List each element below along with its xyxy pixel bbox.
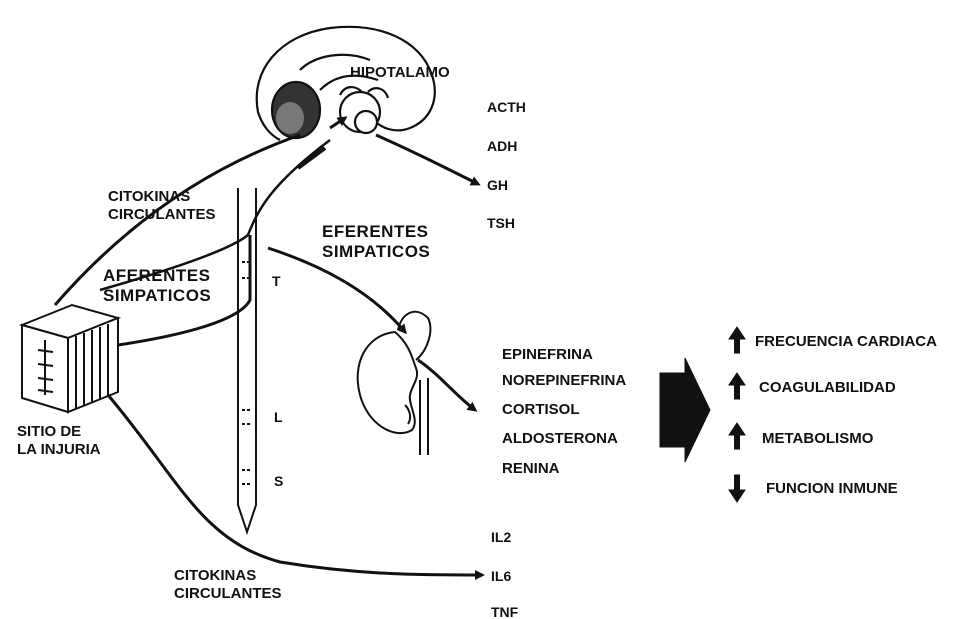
up-arrow-icon [729, 327, 745, 353]
hormone-aldosterona: ALDOSTERONA [502, 430, 618, 448]
hormone-renina: RENINA [502, 460, 560, 478]
sitio-injuria-label: SITIO DE LA INJURIA [17, 423, 101, 459]
citokinas-circulantes-bottom-label: CITOKINAS CIRCULANTES [174, 567, 282, 603]
spine-level-s: S [274, 472, 283, 490]
effect-frecuencia-cardiaca: FRECUENCIA CARDIACA [755, 333, 937, 351]
spine-level-l: L [274, 408, 283, 426]
kidney-adrenal-illustration [358, 312, 431, 455]
effect-funcion-inmune: FUNCION INMUNE [766, 480, 898, 498]
pathway-lines [55, 118, 482, 575]
cytokine-il6: IL6 [491, 567, 511, 585]
hormone-gh: GH [487, 176, 508, 194]
cytokine-tnf: TNF [491, 603, 518, 619]
down-arrow-icon [729, 475, 745, 502]
hormone-adh: ADH [487, 137, 517, 155]
cytokine-il2: IL2 [491, 528, 511, 546]
hormone-epinefrina: EPINEFRINA [502, 346, 593, 364]
effect-coagulabilidad: COAGULABILIDAD [759, 379, 896, 397]
hipotalamo-label: HIPOTALAMO [350, 64, 450, 82]
effect-metabolismo: METABOLISMO [762, 430, 873, 448]
hormone-norepinefrina: NOREPINEFRINA [502, 372, 626, 390]
hormone-tsh: TSH [487, 214, 515, 232]
brain-illustration [257, 27, 435, 140]
hormone-acth: ACTH [487, 98, 526, 116]
up-arrow-icon [729, 373, 745, 399]
citokinas-circulantes-top-label: CITOKINAS CIRCULANTES [108, 188, 216, 224]
spine-level-t: T [272, 272, 281, 290]
injury-site-box [22, 305, 118, 412]
big-arrow-icon [660, 358, 710, 462]
aferentes-simpaticos-label: AFERENTES SIMPATICOS [103, 266, 211, 306]
effect-arrows [729, 327, 745, 502]
eferentes-simpaticos-label: EFERENTES SIMPATICOS [322, 222, 430, 262]
up-arrow-icon [729, 423, 745, 449]
hormone-cortisol: CORTISOL [502, 401, 580, 419]
